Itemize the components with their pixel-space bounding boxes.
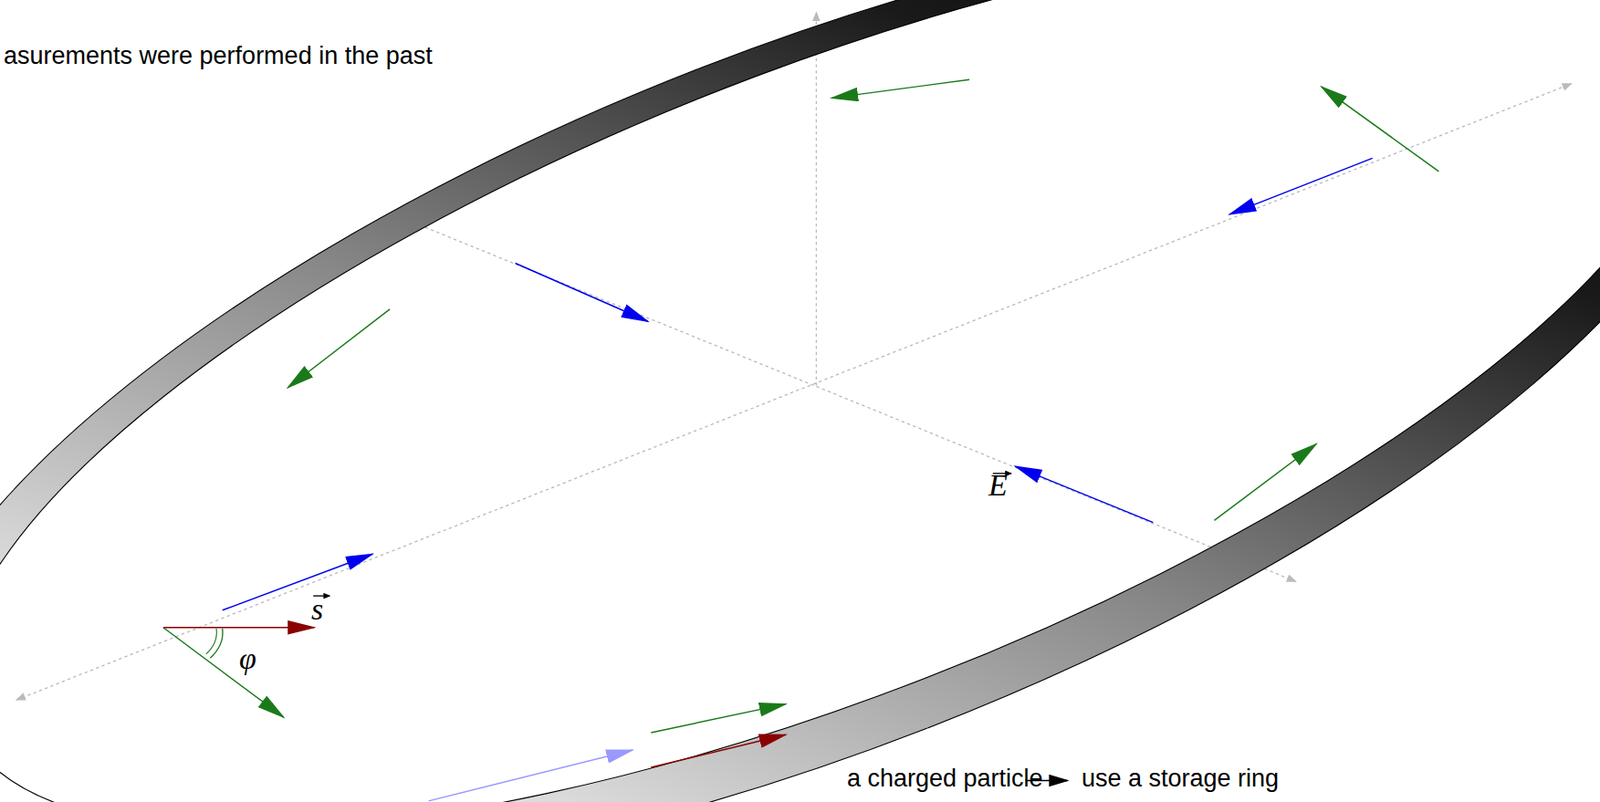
heading-note: asurements were performed in the past [3,41,433,71]
caption-note: use a storage ring [1081,764,1279,794]
spin-symbol: s [311,591,324,628]
angle-symbol: φ [239,640,257,677]
caption-note: a charged particle [847,764,1044,794]
field-symbol: E [988,467,1008,503]
